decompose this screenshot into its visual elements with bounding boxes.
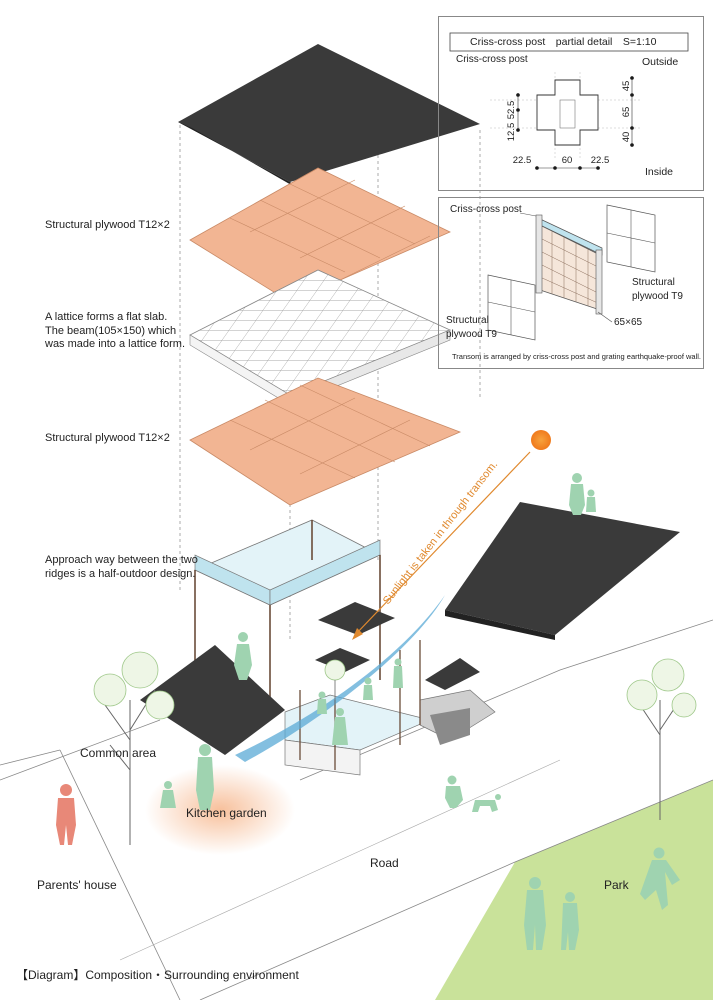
label-road: Road (370, 856, 399, 870)
roof-top (178, 44, 480, 190)
parents-lot-line (59, 749, 181, 1000)
wall-plywood-left: Structural plywood T9 (446, 315, 497, 340)
lot-line-left (0, 749, 61, 766)
person-figure-common (234, 632, 252, 680)
dim-22-5-right: 22.5 (591, 155, 610, 166)
criss-cross-post-detail-drawing: 52.5 12.5 45 65 40 22.5 60 22.5 (449, 32, 689, 170)
sunlight-arrow (354, 451, 531, 636)
light-beam (235, 595, 445, 762)
wall-post-label: Criss-cross post (450, 204, 522, 215)
diagram-caption: 【Diagram】Composition・Surrounding environ… (16, 968, 299, 982)
tree-center-small (324, 659, 346, 705)
wall-detail-drawing (487, 204, 656, 341)
plywood-panel-left (487, 274, 536, 341)
wall-post-size: 65×65 (614, 317, 643, 328)
park-lawn (435, 780, 713, 1000)
plywood-layer-bottom (189, 377, 462, 506)
sunlight-arrowhead (352, 628, 363, 640)
person-figure-interior (317, 658, 403, 745)
label-lattice: A lattice forms a flat slab. The beam(10… (45, 311, 186, 350)
dim-22-5-left: 22.5 (513, 155, 532, 166)
tree-right (626, 658, 697, 820)
dim-60: 60 (562, 155, 573, 166)
person-figure-park (524, 847, 680, 950)
dim-52-5: 52.5 (506, 101, 517, 120)
detail-outside-label: Outside (642, 56, 679, 68)
detail-title: Criss-cross post partial detail S=1:10 (470, 36, 657, 48)
detail-post-label: Criss-cross post (456, 54, 528, 65)
sun-icon (531, 430, 551, 450)
label-park: Park (604, 878, 629, 892)
label-plywood-top: Structural plywood T12×2 (45, 219, 170, 231)
site-ground (0, 619, 713, 1000)
leader-line-65 (597, 311, 613, 323)
label-approach: Approach way between the two ridges is a… (45, 554, 198, 580)
label-plywood-bottom: Structural plywood T12×2 (45, 432, 170, 444)
road-edge-upper (0, 619, 713, 781)
kitchen-garden-glow (145, 765, 295, 855)
person-figure-roof (569, 473, 596, 515)
wall-detail-panel (438, 197, 704, 369)
detail-inside-label: Inside (645, 166, 674, 178)
person-figure-road (445, 775, 501, 812)
tree-left (93, 651, 175, 845)
dim-12-5: 12.5 (506, 123, 517, 142)
dim-40: 40 (621, 132, 632, 143)
label-common-area: Common area (80, 746, 157, 760)
glass-frame (194, 519, 381, 720)
dim-65: 65 (621, 107, 632, 118)
house-roof-left (140, 645, 285, 755)
label-kitchen-garden: Kitchen garden (186, 806, 267, 820)
road-edge-lower (199, 779, 713, 1000)
plywood-layer-top (189, 167, 451, 303)
dim-45: 45 (621, 81, 632, 92)
criss-cross-detail-panel (438, 16, 704, 191)
detail-title-box (449, 32, 689, 52)
label-parents-house: Parents' house (37, 878, 117, 892)
house-small-roofs (315, 602, 480, 690)
person-figure-garden (160, 744, 214, 810)
wall-plywood-right: Structural plywood T9 (632, 277, 683, 302)
leader-line-post (519, 212, 537, 217)
person-figure-red (56, 784, 76, 845)
person-figure-group (56, 473, 680, 950)
roof-right (445, 502, 680, 640)
road-center (119, 759, 561, 961)
wall-note: Transom is arranged by criss-cross post … (452, 352, 702, 361)
